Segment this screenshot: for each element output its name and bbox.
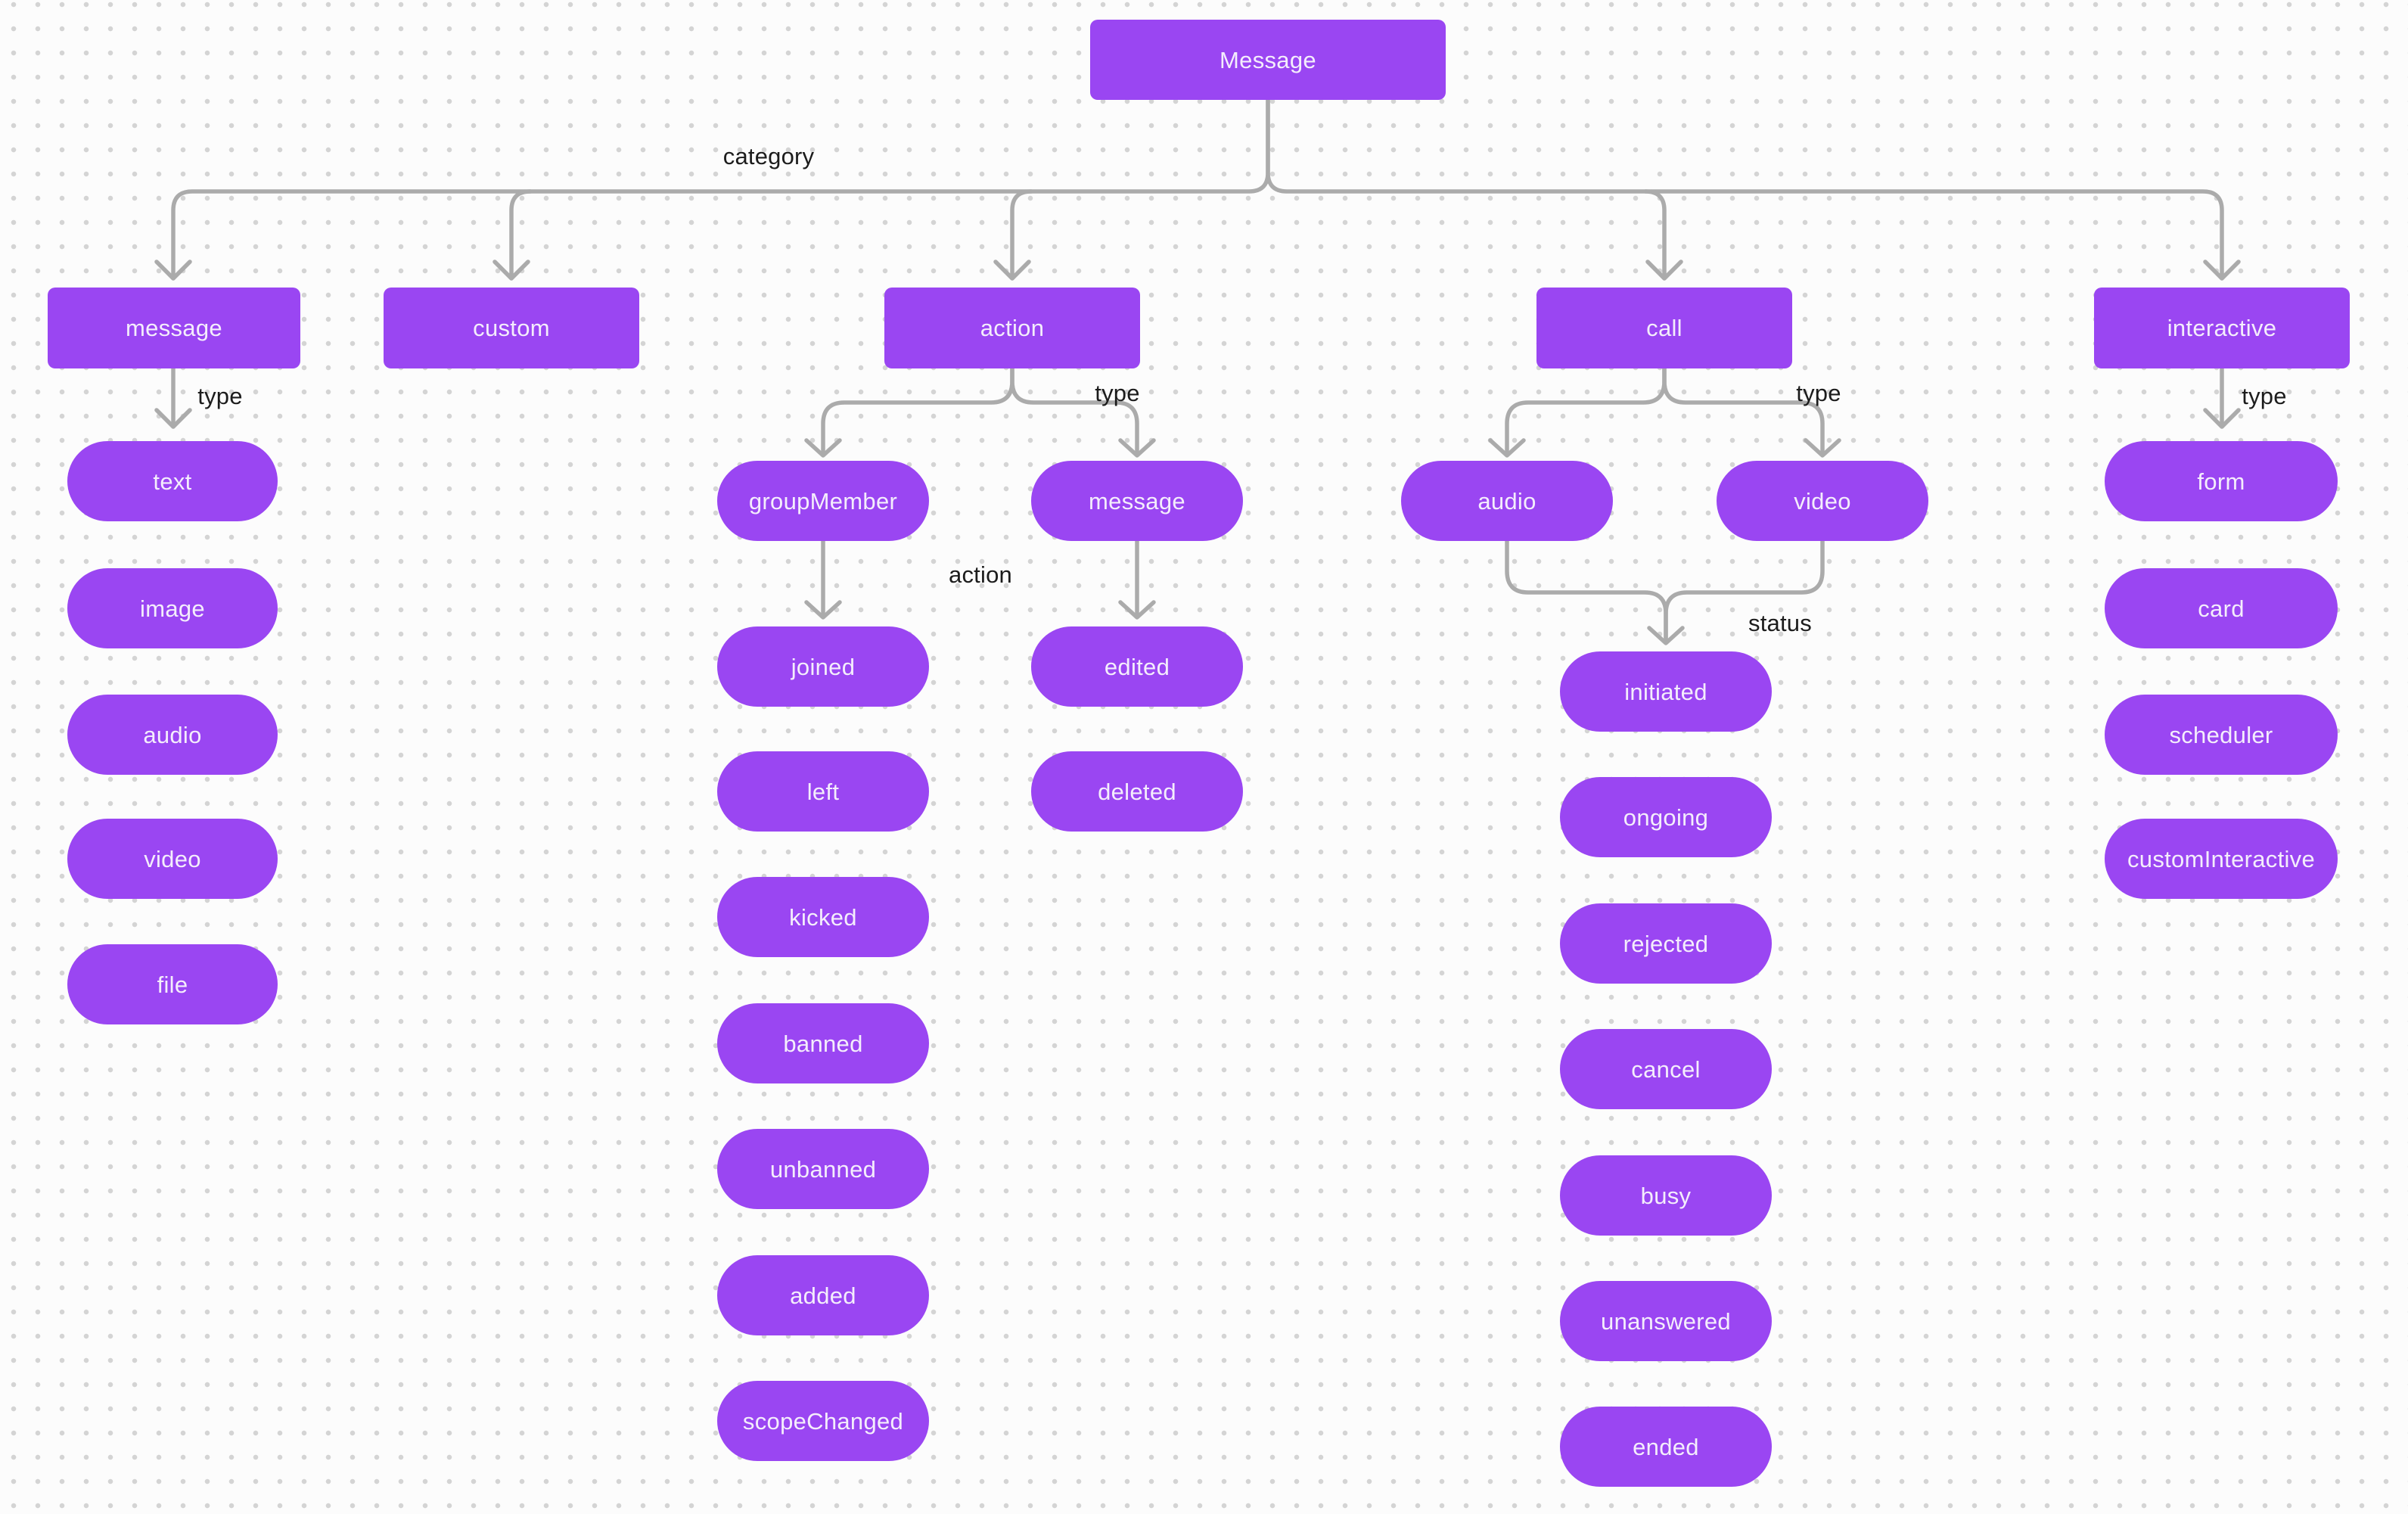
node-message-type-text[interactable]: text xyxy=(67,441,278,521)
node-call-type-video[interactable]: video xyxy=(1717,461,1928,541)
node-interactive-type-card[interactable]: card xyxy=(2105,568,2338,648)
node-category-action[interactable]: action xyxy=(884,288,1140,368)
node-groupmember-scopechanged[interactable]: scopeChanged xyxy=(717,1381,929,1461)
node-call-status-ended[interactable]: ended xyxy=(1560,1407,1772,1487)
edge-call-to-audio xyxy=(1505,366,1667,456)
edge-branch-action xyxy=(1010,189,1033,279)
edge-action-to-groupmember xyxy=(821,366,1014,456)
node-root-message[interactable]: Message xyxy=(1090,20,1446,100)
node-message-type-file[interactable]: file xyxy=(67,944,278,1024)
arrowhead-call xyxy=(1645,260,1683,281)
edge-label-group-action: action xyxy=(949,561,1012,588)
node-groupmember-banned[interactable]: banned xyxy=(717,1003,929,1083)
arrowhead-audio xyxy=(1488,438,1526,458)
edge-label-action-type: type xyxy=(1095,380,1140,406)
node-interactive-type-custominteractive[interactable]: customInteractive xyxy=(2105,819,2338,899)
arrowhead-action-message xyxy=(1118,438,1156,458)
edge-audio-merge xyxy=(1505,539,1668,644)
node-category-call[interactable]: call xyxy=(1536,288,1792,368)
node-interactive-type-scheduler[interactable]: scheduler xyxy=(2105,695,2338,775)
node-action-type-groupmember[interactable]: groupMember xyxy=(717,461,929,541)
edge-root-to-message xyxy=(171,98,1270,279)
arrowhead-message xyxy=(154,260,192,281)
node-messageaction-edited[interactable]: edited xyxy=(1031,626,1243,707)
node-category-interactive[interactable]: interactive xyxy=(2094,288,2350,368)
node-message-type-image[interactable]: image xyxy=(67,568,278,648)
node-call-status-unanswered[interactable]: unanswered xyxy=(1560,1281,1772,1361)
edge-action-to-message xyxy=(1010,366,1139,456)
edge-call-to-video xyxy=(1662,366,1825,456)
node-interactive-type-form[interactable]: form xyxy=(2105,441,2338,521)
node-message-type-video[interactable]: video xyxy=(67,819,278,899)
arrowhead-initiated xyxy=(1647,626,1685,645)
edge-label-call-type: type xyxy=(1796,380,1841,406)
node-groupmember-joined[interactable]: joined xyxy=(717,626,929,707)
node-call-status-rejected[interactable]: rejected xyxy=(1560,903,1772,984)
arrowhead-form xyxy=(2203,408,2241,429)
arrowhead-groupmember xyxy=(804,438,842,458)
node-call-status-initiated[interactable]: initiated xyxy=(1560,651,1772,732)
arrowhead-text xyxy=(154,408,192,429)
arrowhead-video xyxy=(1804,438,1841,458)
edge-label-category: category xyxy=(722,143,815,169)
arrowhead-joined xyxy=(804,600,842,620)
arrowhead-action xyxy=(993,260,1031,281)
arrowhead-custom xyxy=(492,260,530,281)
arrowhead-interactive xyxy=(2203,260,2241,281)
edge-label-call-status: status xyxy=(1748,610,1812,636)
edge-label-message-type: type xyxy=(197,383,243,409)
node-groupmember-kicked[interactable]: kicked xyxy=(717,877,929,957)
node-call-status-busy[interactable]: busy xyxy=(1560,1155,1772,1236)
edge-root-to-interactive xyxy=(1266,98,2224,279)
node-category-custom[interactable]: custom xyxy=(384,288,639,368)
node-messageaction-deleted[interactable]: deleted xyxy=(1031,751,1243,832)
node-groupmember-added[interactable]: added xyxy=(717,1255,929,1335)
node-action-type-message[interactable]: message xyxy=(1031,461,1243,541)
edge-branch-custom xyxy=(509,189,533,279)
arrowhead-edited xyxy=(1118,600,1156,620)
node-call-type-audio[interactable]: audio xyxy=(1401,461,1613,541)
node-call-status-ongoing[interactable]: ongoing xyxy=(1560,777,1772,857)
node-message-type-audio[interactable]: audio xyxy=(67,695,278,775)
edge-branch-call xyxy=(1643,189,1667,279)
node-groupmember-left[interactable]: left xyxy=(717,751,929,832)
node-call-status-cancel[interactable]: cancel xyxy=(1560,1029,1772,1109)
node-category-message[interactable]: message xyxy=(48,288,300,368)
edge-video-merge xyxy=(1664,539,1825,644)
edge-label-interactive-type: type xyxy=(2242,383,2287,409)
node-groupmember-unbanned[interactable]: unbanned xyxy=(717,1129,929,1209)
